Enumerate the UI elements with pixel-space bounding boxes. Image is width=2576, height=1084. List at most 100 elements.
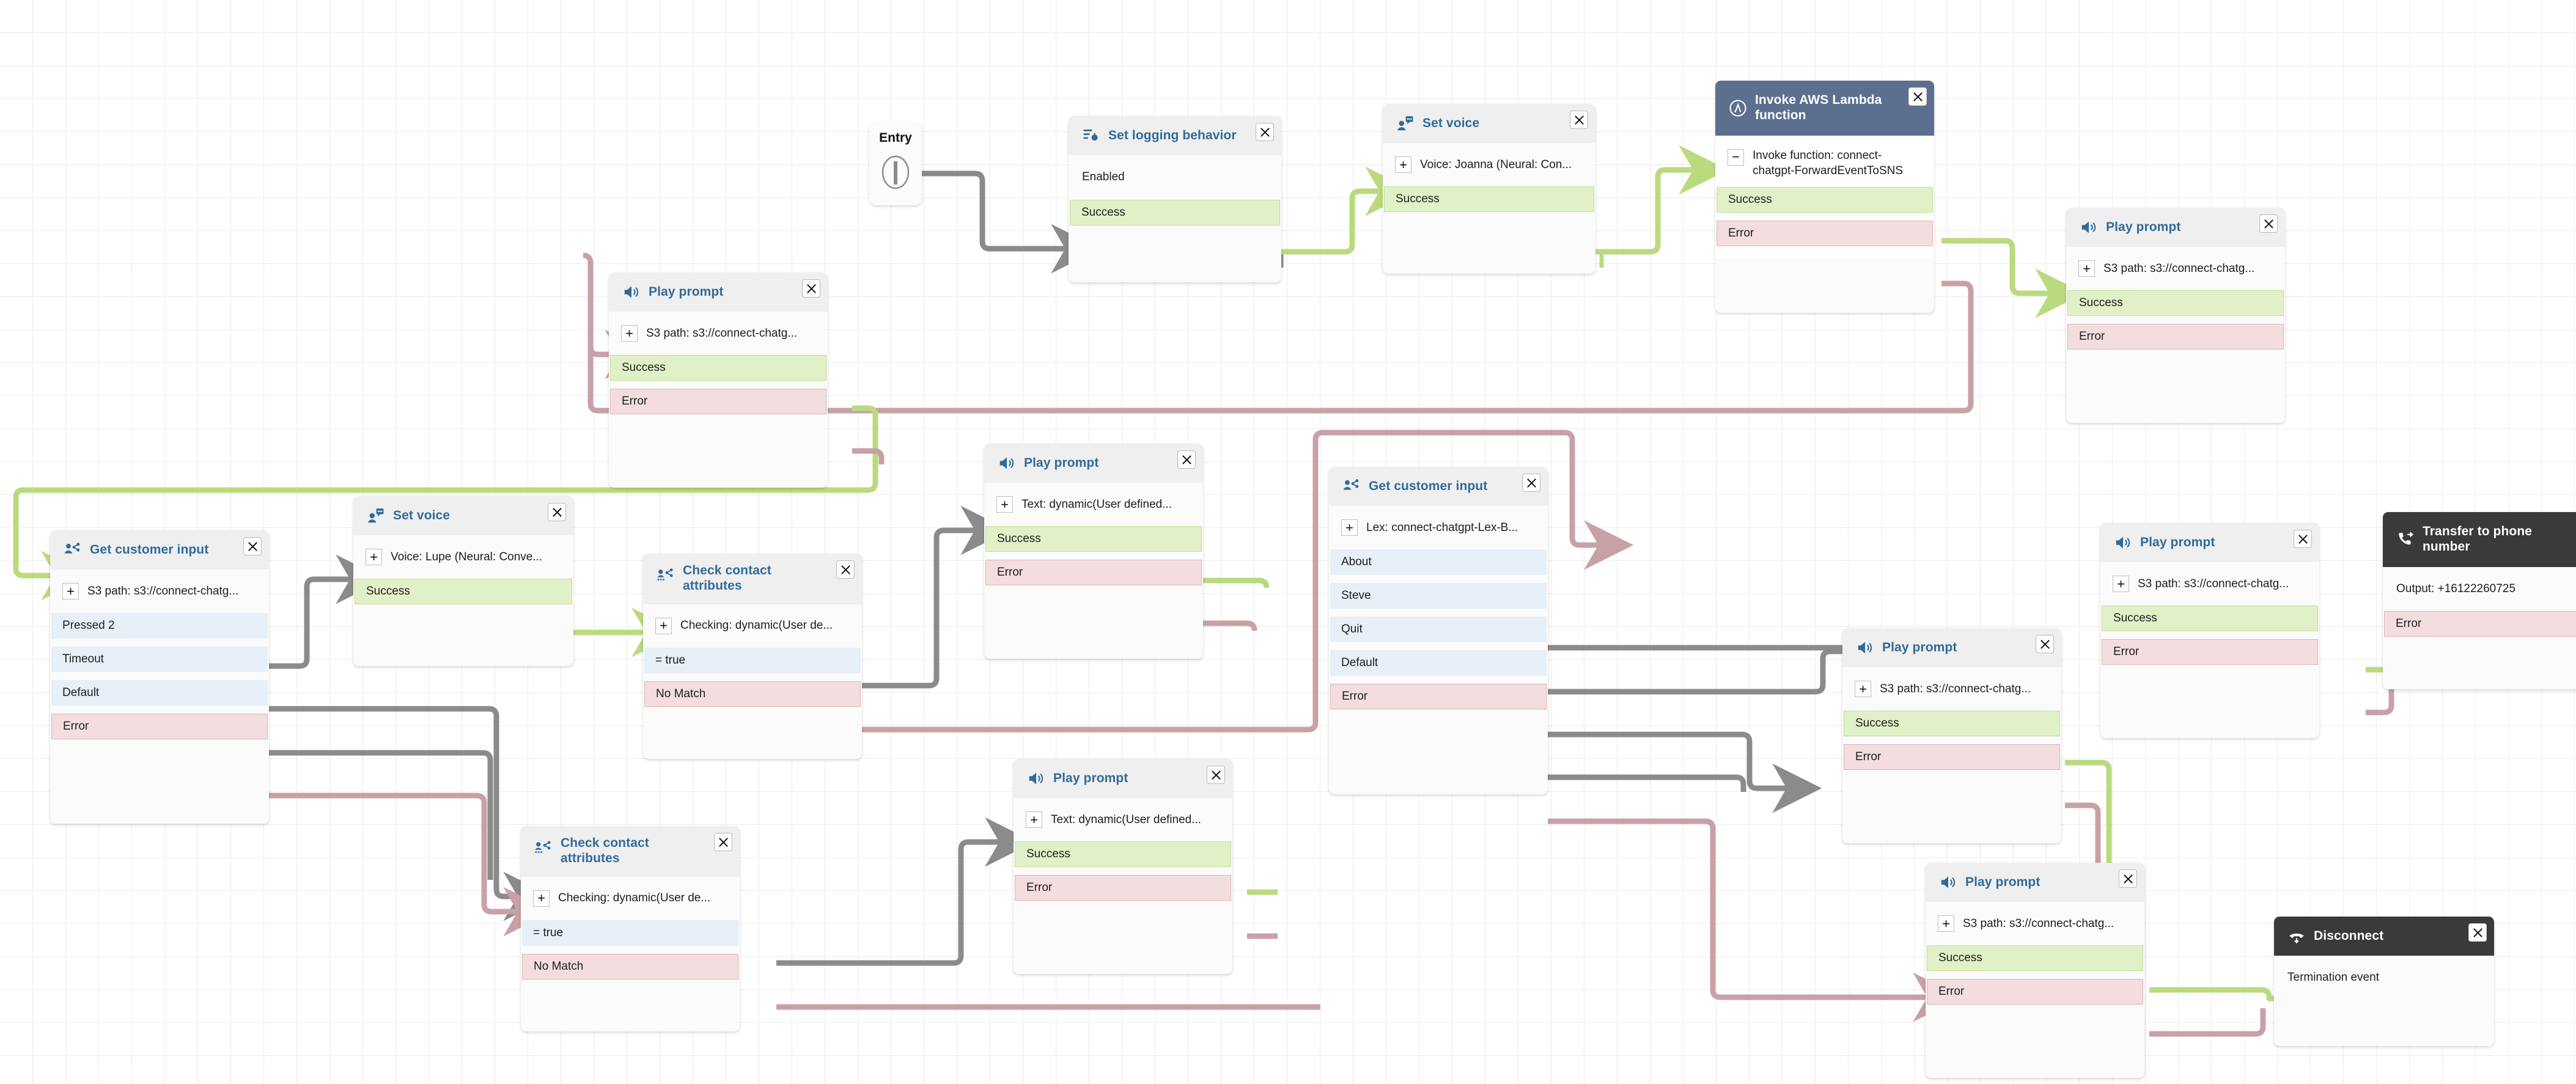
config-row[interactable]: + Text: dynamic(User defined...	[1014, 798, 1232, 841]
expand-plus-icon[interactable]: +	[1938, 915, 1954, 932]
block-play-prompt-s3-top-right[interactable]: Play prompt + S3 path: s3://connect-chat…	[2066, 208, 2285, 423]
close-icon[interactable]	[2119, 870, 2137, 888]
block-check-contact-attributes-upper[interactable]: Check contact attributes + Checking: dyn…	[643, 554, 862, 759]
close-icon[interactable]	[1908, 87, 1927, 106]
outcome-error[interactable]: Error	[1015, 875, 1231, 901]
outcome-error[interactable]: Error	[2067, 324, 2284, 350]
collapse-minus-icon[interactable]: −	[1728, 148, 1744, 166]
close-icon[interactable]	[1570, 111, 1588, 129]
outcome-success[interactable]: Success	[2102, 606, 2318, 631]
outcome-success[interactable]: Success	[1844, 711, 2060, 736]
config-row[interactable]: + S3 path: s3://connect-chatg...	[1842, 667, 2061, 711]
block-get-customer-input-lex[interactable]: Get customer input + Lex: connect-chatgp…	[1329, 467, 1548, 794]
outcome-success[interactable]: Success	[1384, 186, 1594, 212]
outcome-is-true[interactable]: = true	[644, 647, 861, 673]
close-icon[interactable]	[802, 279, 820, 298]
expand-plus-icon[interactable]: +	[1341, 519, 1358, 536]
outcome-success[interactable]: Success	[1015, 841, 1231, 867]
block-play-prompt-s3-right-mid[interactable]: Play prompt + S3 path: s3://connect-chat…	[1842, 628, 2061, 843]
block-set-logging-behavior[interactable]: Set logging behavior Enabled Success	[1069, 116, 1281, 282]
block-set-voice-lupe[interactable]: Set voice + Voice: Lupe (Neural: Conve..…	[353, 496, 573, 666]
outcome-error[interactable]: Error	[51, 714, 268, 739]
block-header: Invoke AWS Lambda function	[1715, 81, 1934, 136]
config-row[interactable]: + S3 path: s3://connect-chatg...	[1926, 902, 2144, 945]
outcome-pressed-2[interactable]: Pressed 2	[51, 613, 268, 639]
outcome-no-match[interactable]: No Match	[522, 953, 738, 980]
config-row[interactable]: + Lex: connect-chatgpt-Lex-B...	[1329, 506, 1548, 549]
close-icon[interactable]	[1207, 766, 1225, 784]
block-set-voice-joanna[interactable]: Set voice + Voice: Joanna (Neural: Con..…	[1383, 104, 1595, 274]
outcome-no-match[interactable]: No Match	[644, 681, 861, 707]
outcome-error[interactable]: Error	[1927, 979, 2143, 1005]
expand-plus-icon[interactable]: +	[2078, 260, 2095, 277]
config-row[interactable]: + S3 path: s3://connect-chatg...	[2066, 247, 2285, 290]
expand-plus-icon[interactable]: +	[1395, 156, 1411, 173]
outcome-success[interactable]: Success	[610, 355, 826, 381]
block-check-contact-attributes-lower[interactable]: Check contact attributes + Checking: dyn…	[521, 826, 740, 1031]
close-icon[interactable]	[2259, 214, 2278, 233]
outcome-error[interactable]: Error	[2102, 639, 2318, 665]
config-row[interactable]: + Voice: Lupe (Neural: Conve...	[353, 535, 573, 579]
outcome-quit[interactable]: Quit	[1330, 617, 1547, 642]
block-play-prompt-text-lower[interactable]: Play prompt + Text: dynamic(User defined…	[1014, 759, 1232, 974]
close-icon[interactable]	[714, 833, 732, 851]
close-icon[interactable]	[1522, 474, 1540, 492]
config-row[interactable]: − Invoke function: connect-chatgpt-Forwa…	[1715, 136, 1934, 187]
outcome-success[interactable]: Success	[1717, 186, 1933, 213]
expand-plus-icon[interactable]: +	[533, 890, 550, 907]
outcome-list: Success Error	[1842, 711, 2061, 782]
outcome-success[interactable]: Success	[355, 579, 572, 604]
outcome-default[interactable]: Default	[1330, 650, 1547, 676]
close-icon[interactable]	[2468, 923, 2487, 942]
block-header: Play prompt	[2100, 523, 2319, 562]
close-icon[interactable]	[2036, 635, 2054, 653]
block-get-customer-input-s3[interactable]: Get customer input + S3 path: s3://conne…	[50, 530, 269, 824]
expand-plus-icon[interactable]: +	[366, 549, 382, 565]
expand-plus-icon[interactable]: +	[655, 617, 672, 634]
outcome-success[interactable]: Success	[1927, 945, 2143, 971]
outcome-error[interactable]: Error	[1844, 744, 2060, 770]
close-icon[interactable]	[2294, 530, 2312, 548]
expand-plus-icon[interactable]: +	[2113, 576, 2129, 592]
outcome-about[interactable]: About	[1330, 549, 1547, 575]
outcome-success[interactable]: Success	[985, 526, 1202, 552]
outcome-is-true[interactable]: = true	[522, 920, 738, 946]
entry-node[interactable]: Entry	[869, 122, 922, 205]
config-row[interactable]: + Checking: dynamic(User de...	[521, 877, 740, 920]
expand-plus-icon[interactable]: +	[1026, 811, 1042, 828]
block-play-prompt-text-upper[interactable]: Play prompt + Text: dynamic(User defined…	[984, 444, 1203, 659]
config-row[interactable]: + Checking: dynamic(User de...	[643, 604, 862, 648]
block-play-prompt-s3-right-lower[interactable]: Play prompt + S3 path: s3://connect-chat…	[1926, 863, 2144, 1078]
outcome-error[interactable]: Error	[985, 560, 1202, 585]
expand-plus-icon[interactable]: +	[621, 325, 638, 342]
config-row[interactable]: + Text: dynamic(User defined...	[984, 483, 1203, 526]
config-row[interactable]: + S3 path: s3://connect-chatg...	[50, 569, 269, 613]
block-transfer-to-phone-number[interactable]: Transfer to phone number Output: +161222…	[2383, 512, 2576, 689]
close-icon[interactable]	[243, 537, 262, 555]
block-header: Play prompt	[1926, 863, 2144, 902]
block-play-prompt-s3-right-upper[interactable]: Play prompt + S3 path: s3://connect-chat…	[2100, 523, 2319, 738]
outcome-success[interactable]: Success	[2067, 290, 2284, 316]
block-invoke-aws-lambda-function[interactable]: Invoke AWS Lambda function − Invoke func…	[1715, 81, 1934, 313]
outcome-default[interactable]: Default	[51, 680, 268, 706]
outcome-error[interactable]: Error	[1330, 684, 1547, 709]
outcome-steve[interactable]: Steve	[1330, 583, 1547, 609]
outcome-success[interactable]: Success	[1070, 199, 1280, 225]
outcome-error[interactable]: Error	[1717, 220, 1933, 246]
close-icon[interactable]	[548, 503, 566, 521]
speaker-icon	[1941, 876, 1956, 888]
outcome-timeout[interactable]: Timeout	[51, 646, 268, 672]
outcome-error[interactable]: Error	[610, 389, 826, 414]
close-icon[interactable]	[1256, 123, 1274, 141]
block-disconnect[interactable]: Disconnect Termination event	[2274, 917, 2494, 1046]
close-icon[interactable]	[836, 560, 855, 579]
config-row[interactable]: + S3 path: s3://connect-chatg...	[609, 312, 828, 355]
close-icon[interactable]	[1177, 450, 1196, 469]
config-row[interactable]: + S3 path: s3://connect-chatg...	[2100, 562, 2319, 606]
outcome-error[interactable]: Error	[2384, 611, 2576, 637]
expand-plus-icon[interactable]: +	[62, 583, 79, 599]
expand-plus-icon[interactable]: +	[996, 496, 1013, 513]
expand-plus-icon[interactable]: +	[1855, 681, 1871, 697]
config-row[interactable]: + Voice: Joanna (Neural: Con...	[1383, 143, 1595, 186]
block-play-prompt-s3-upper-left[interactable]: Play prompt + S3 path: s3://connect-chat…	[609, 273, 828, 488]
